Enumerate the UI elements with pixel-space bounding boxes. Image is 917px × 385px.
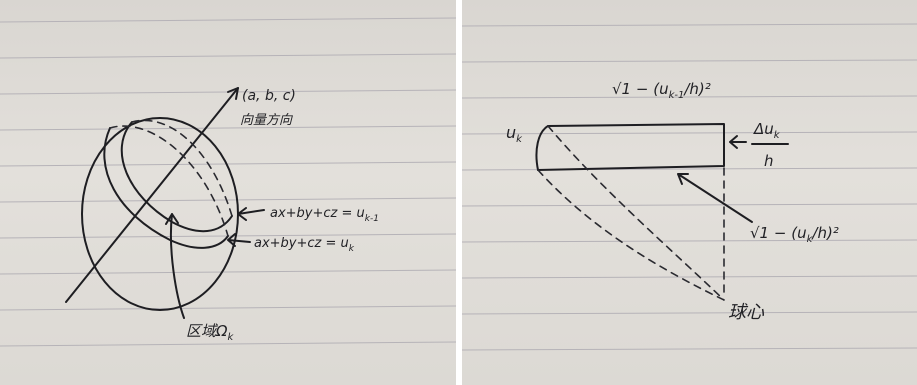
plane-lower-arc bbox=[103, 127, 229, 249]
upper-plane-pointer bbox=[237, 207, 265, 221]
delta-denominator: h bbox=[764, 152, 774, 170]
notebook-rules bbox=[462, 23, 917, 351]
lower-plane-equation: ax+by+cz = uk bbox=[254, 236, 355, 254]
left-sketch-canvas: (a, b, c) 向量方向 ax+by+cz = uk-1 ax+by+cz … bbox=[0, 17, 456, 347]
direction-label: 向量方向 bbox=[240, 113, 293, 128]
center-label: 球心 bbox=[728, 302, 765, 323]
right-notebook-photo: √1 − (uk-1/h)² uk Δuk h √1 − (uk/h)² 球心 bbox=[462, 0, 917, 385]
lower-radius-pointer bbox=[677, 173, 753, 223]
upper-radius-formula: √1 − (uk-1/h)² bbox=[612, 80, 711, 101]
radius-upper bbox=[547, 125, 725, 301]
region-label: 区域Ωk bbox=[186, 322, 234, 343]
uk-label: uk bbox=[506, 123, 523, 145]
lower-plane-pointer bbox=[227, 233, 251, 247]
upper-plane-equation: ax+by+cz = uk-1 bbox=[270, 206, 379, 224]
notebook-rules bbox=[0, 17, 456, 347]
radius-lower bbox=[537, 169, 725, 301]
slab-curved-edge bbox=[535, 125, 549, 171]
thickness-pointer bbox=[729, 135, 747, 149]
direction-axis bbox=[65, 87, 239, 303]
axis-arrowhead bbox=[227, 87, 239, 100]
delta-numerator: Δuk bbox=[753, 120, 781, 141]
lower-radius-formula: √1 − (uk/h)² bbox=[750, 224, 839, 245]
plane-upper-hidden bbox=[131, 119, 233, 217]
vector-label: (a, b, c) bbox=[242, 88, 296, 104]
slab-outline bbox=[537, 123, 725, 171]
region-pointer bbox=[165, 213, 185, 319]
right-sketch-canvas: √1 − (uk-1/h)² uk Δuk h √1 − (uk/h)² 球心 bbox=[462, 23, 917, 351]
plane-upper-arc bbox=[120, 121, 233, 233]
plane-lower-hidden bbox=[109, 125, 229, 237]
left-notebook-photo: (a, b, c) 向量方向 ax+by+cz = uk-1 ax+by+cz … bbox=[0, 0, 456, 385]
